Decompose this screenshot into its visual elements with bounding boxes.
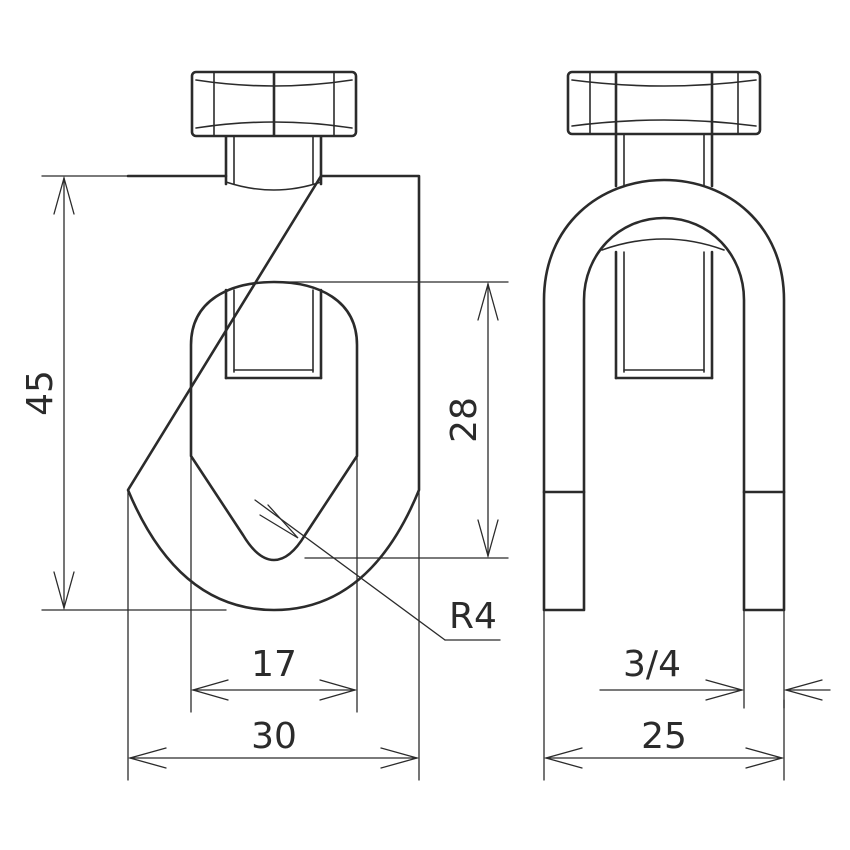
dimension-height-total: 45 [20, 175, 227, 611]
front-bolt-end [224, 288, 323, 380]
side-bolt-head [566, 70, 762, 136]
dimension-label-25: 25 [641, 716, 687, 757]
side-view [542, 70, 786, 612]
front-slot [189, 280, 359, 562]
dimension-side-width: 25 [543, 609, 785, 781]
front-clamp-body [126, 174, 421, 612]
front-bolt-head [190, 70, 358, 138]
dimension-label-17: 17 [251, 644, 297, 685]
front-view [126, 70, 421, 612]
dimension-radius: R4 [254, 499, 501, 641]
dimension-slot-width: 17 [190, 455, 358, 713]
dimension-label-28: 28 [444, 397, 485, 443]
side-bolt-end [601, 238, 725, 380]
dimension-label-30: 30 [251, 716, 297, 757]
side-bolt-neck [614, 133, 714, 188]
dimension-slot-height: 28 [273, 281, 509, 559]
dimension-label-r4: R4 [449, 596, 497, 637]
front-bolt-neck [224, 135, 323, 191]
dimension-body-width: 30 [127, 489, 420, 781]
dimension-label-45: 45 [20, 370, 61, 416]
dimension-label-3-4: 3/4 [623, 644, 681, 685]
dimension-thickness: 3/4 [599, 609, 831, 709]
side-u-strap [542, 178, 786, 612]
